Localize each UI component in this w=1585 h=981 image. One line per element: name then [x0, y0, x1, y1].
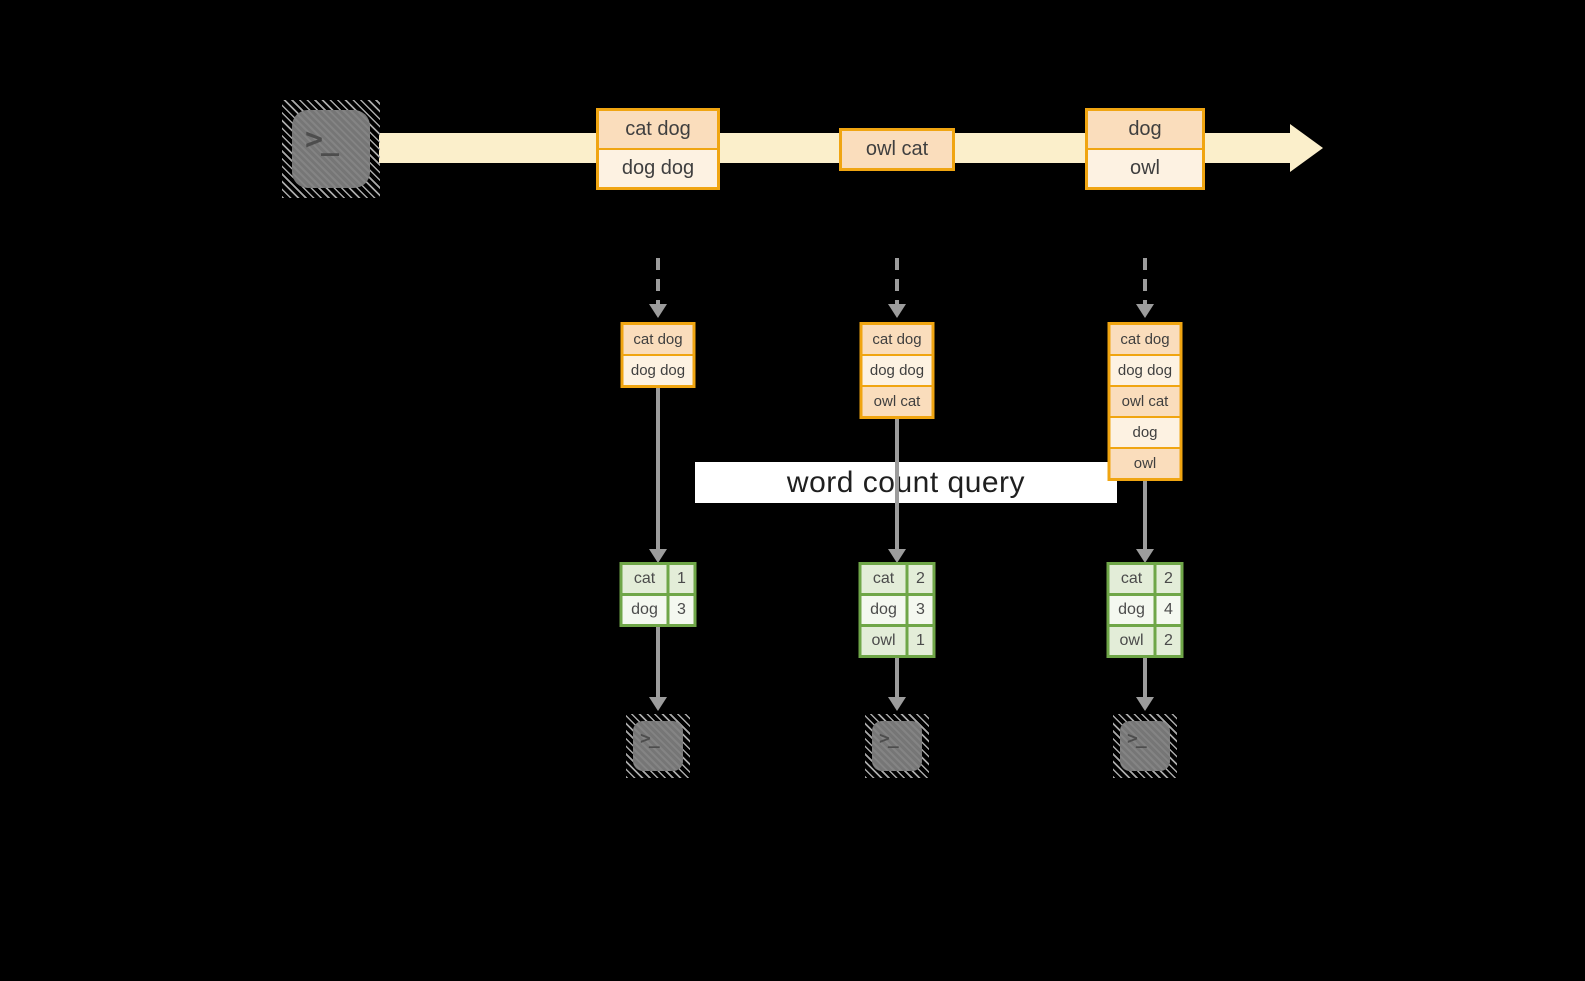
- table-cell-count: 2: [1156, 627, 1181, 655]
- terminal-prompt-icon: >_: [640, 728, 660, 749]
- table-cell-count: 1: [908, 627, 933, 655]
- arrowhead-icon: [888, 304, 906, 318]
- state-buffer-1: cat dog dog dog: [620, 322, 696, 388]
- terminal-screen: >_: [872, 721, 922, 771]
- state-row: owl cat: [862, 387, 932, 416]
- batch-row: dog dog: [599, 150, 717, 187]
- table-cell-word: owl: [861, 627, 906, 655]
- table-cell-count: 2: [1156, 565, 1181, 593]
- terminal-screen: >_: [292, 110, 370, 188]
- state-row: cat dog: [1110, 325, 1180, 354]
- table-cell-word: owl: [1109, 627, 1154, 655]
- stream-batch-1: cat dog dog dog: [596, 108, 720, 190]
- dashed-connector: [656, 258, 660, 304]
- arrowhead-icon: [1136, 304, 1154, 318]
- output-terminal-icon: >_: [865, 714, 929, 778]
- dashed-connector: [1143, 258, 1147, 304]
- state-row: cat dog: [862, 325, 932, 354]
- stream-batch-3: dog owl: [1085, 108, 1205, 190]
- batch-row: owl cat: [842, 131, 952, 168]
- arrowhead-icon: [1136, 549, 1154, 563]
- arrowhead-icon: [1136, 697, 1154, 711]
- state-row: owl cat: [1110, 387, 1180, 416]
- word-count-table-1: cat 1 dog 3: [619, 562, 697, 627]
- batch-row: cat dog: [599, 111, 717, 148]
- table-cell-word: cat: [622, 565, 667, 593]
- output-terminal-icon: >_: [1113, 714, 1177, 778]
- terminal-prompt-icon: >_: [879, 728, 899, 749]
- terminal-prompt-icon: >_: [1127, 728, 1147, 749]
- arrowhead-icon: [649, 304, 667, 318]
- stream-batch-2: owl cat: [839, 128, 955, 171]
- connector-line: [656, 625, 660, 697]
- state-row: dog dog: [623, 356, 693, 385]
- dashed-connector: [895, 258, 899, 304]
- query-label-band: word count query: [695, 462, 1117, 503]
- table-cell-count: 2: [908, 565, 933, 593]
- connector-line: [1143, 479, 1147, 549]
- arrowhead-icon: [888, 697, 906, 711]
- state-row: dog dog: [1110, 356, 1180, 385]
- connector-line: [895, 417, 899, 549]
- table-cell-word: dog: [1109, 596, 1154, 624]
- connector-line: [656, 386, 660, 549]
- connector-line: [1143, 656, 1147, 697]
- source-terminal-icon: >_: [282, 100, 380, 198]
- state-row: owl: [1110, 449, 1180, 478]
- terminal-screen: >_: [633, 721, 683, 771]
- table-cell-word: dog: [622, 596, 667, 624]
- arrowhead-icon: [649, 697, 667, 711]
- query-label: word count query: [786, 465, 1026, 499]
- arrowhead-icon: [888, 549, 906, 563]
- table-cell-count: 1: [669, 565, 694, 593]
- table-cell-word: cat: [1109, 565, 1154, 593]
- table-cell-word: dog: [861, 596, 906, 624]
- batch-row: dog: [1088, 111, 1202, 148]
- table-cell-count: 3: [908, 596, 933, 624]
- word-count-table-3: cat 2 dog 4 owl 2: [1106, 562, 1184, 658]
- word-count-table-2: cat 2 dog 3 owl 1: [858, 562, 936, 658]
- batch-row: owl: [1088, 150, 1202, 187]
- state-buffer-2: cat dog dog dog owl cat: [859, 322, 935, 419]
- table-cell-word: cat: [861, 565, 906, 593]
- arrowhead-icon: [649, 549, 667, 563]
- table-cell-count: 3: [669, 596, 694, 624]
- stream-arrowhead-icon: [1290, 124, 1323, 172]
- state-row: dog dog: [862, 356, 932, 385]
- terminal-screen: >_: [1120, 721, 1170, 771]
- state-row: dog: [1110, 418, 1180, 447]
- table-cell-count: 4: [1156, 596, 1181, 624]
- state-buffer-3: cat dog dog dog owl cat dog owl: [1107, 322, 1183, 481]
- state-row: cat dog: [623, 325, 693, 354]
- terminal-prompt-icon: >_: [305, 122, 339, 157]
- connector-line: [895, 656, 899, 697]
- output-terminal-icon: >_: [626, 714, 690, 778]
